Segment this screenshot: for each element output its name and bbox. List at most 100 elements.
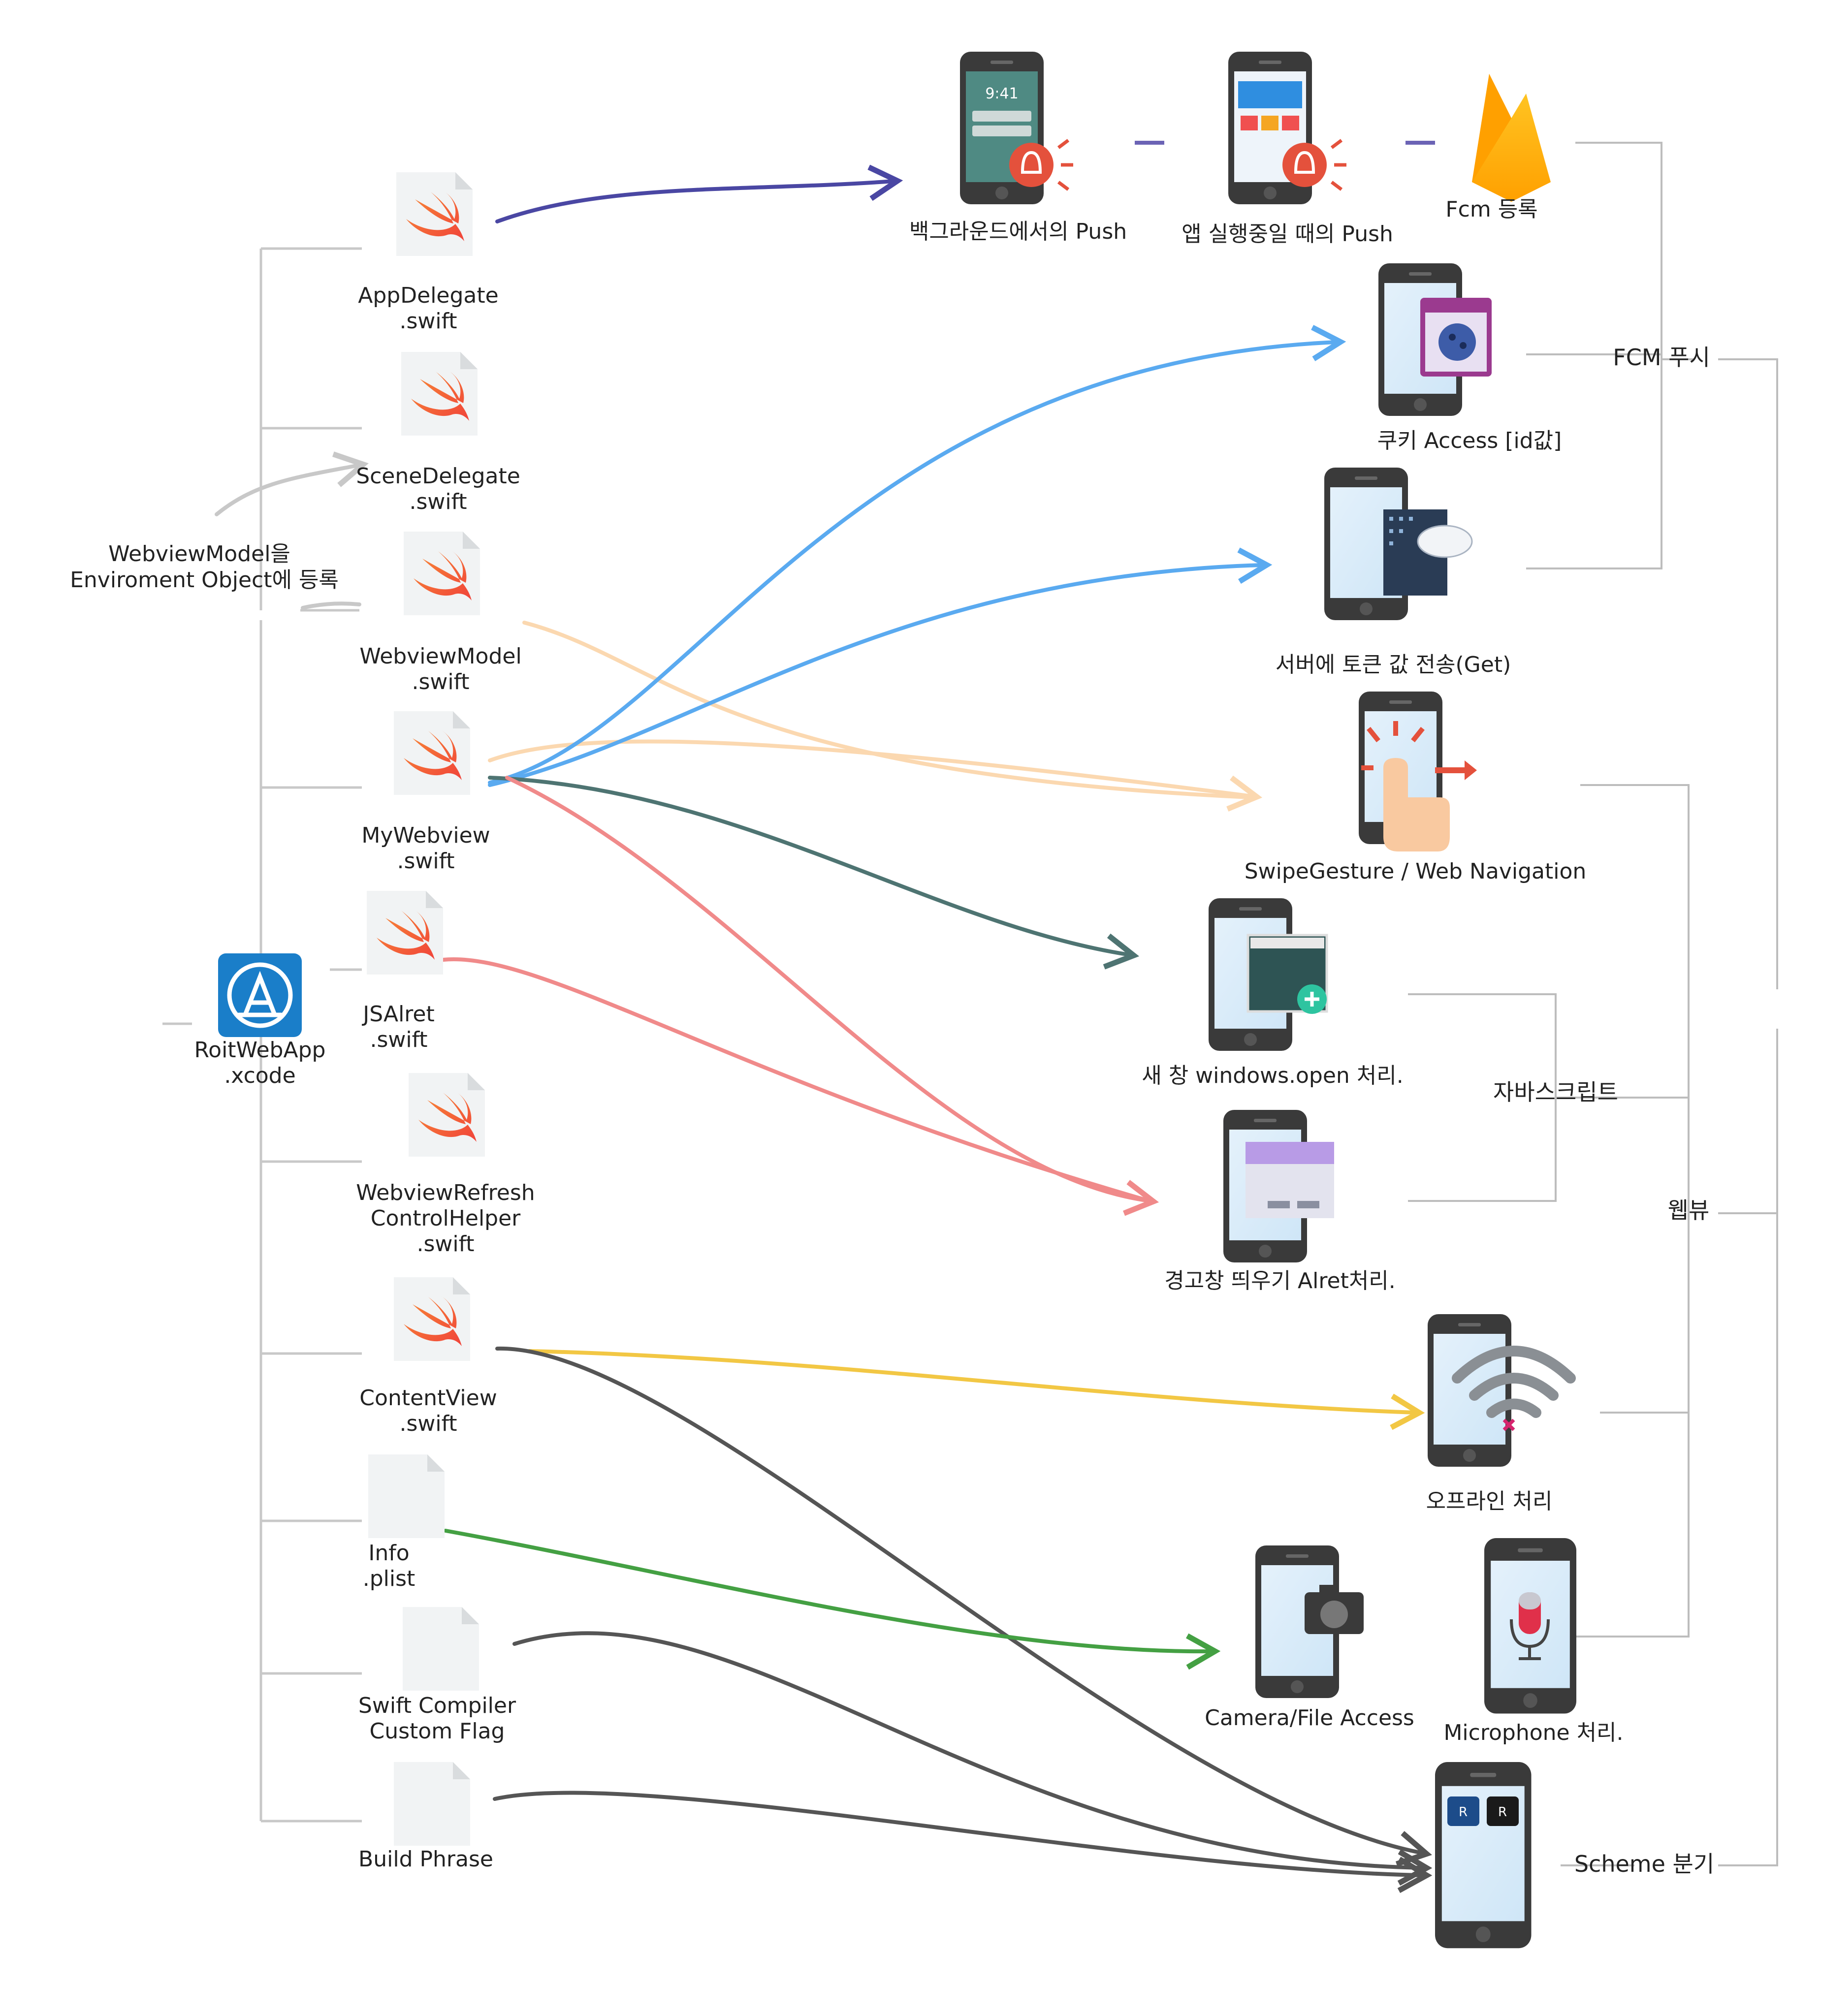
feature-swipe[interactable]: SwipeGesture / Web Navigation <box>1245 692 1587 884</box>
swift-file-icon <box>409 1073 485 1157</box>
feature-push-fg[interactable]: 앱 실행중일 때의 Push <box>1182 52 1393 247</box>
file-label: ControlHelper <box>371 1206 521 1231</box>
firebase-icon <box>1472 74 1551 202</box>
feature-label: 서버에 토큰 값 전송(Get) <box>1276 652 1511 677</box>
arrow-infoplist-camera <box>444 1529 1221 1670</box>
swift-file-icon <box>404 532 480 615</box>
feature-cookie[interactable]: 쿠키 Access [id값] <box>1377 263 1562 453</box>
file-label: .swift <box>397 849 454 874</box>
root-label-line1: RoitWebApp <box>194 1038 326 1063</box>
feature-label: 쿠키 Access [id값] <box>1377 428 1562 453</box>
swift-file-icon <box>394 711 470 795</box>
file-label: MyWebview <box>361 823 490 848</box>
swift-file-icon <box>396 172 473 256</box>
right-brackets <box>1408 142 1778 1866</box>
group-webview: 웹뷰 <box>1668 1197 1710 1224</box>
phone-alert-icon <box>1223 1110 1334 1262</box>
file-buildphrase[interactable]: Build Phrase <box>358 1762 493 1872</box>
feature-label: 새 창 windows.open 처리. <box>1142 1063 1404 1088</box>
phone-scheme-icons: R R <box>1435 1762 1532 1949</box>
arrow-annotation-webviewmodel <box>301 601 361 610</box>
phone-lockscreen-bell-icon: 9:41 <box>960 52 1073 204</box>
arrow-mywebview-newwin <box>488 776 1140 970</box>
file-label: .swift <box>399 1411 457 1436</box>
file-label: .swift <box>399 309 457 334</box>
feature-mic[interactable]: Microphone 처리. <box>1443 1538 1624 1745</box>
swift-file-icon <box>401 352 478 436</box>
file-jsalret[interactable]: JSAlret .swift <box>361 891 443 1052</box>
swift-file-icon <box>394 1277 470 1361</box>
arrow-mywebview-token <box>488 547 1273 787</box>
file-label: Swift Compiler <box>358 1693 516 1718</box>
feature-newwin[interactable]: 새 창 windows.open 처리. <box>1142 898 1404 1088</box>
group-javascript: 자바스크립트 <box>1493 1079 1618 1105</box>
file-label: WebviewRefresh <box>356 1180 535 1205</box>
plain-file-icon <box>368 1454 445 1538</box>
arrow-mywebview-swipe <box>488 739 1263 812</box>
plain-file-icon <box>394 1762 470 1846</box>
feature-scheme[interactable]: R R <box>1435 1762 1532 1949</box>
file-refreshhelper[interactable]: WebviewRefresh ControlHelper .swift <box>356 1073 535 1257</box>
file-label: AppDelegate <box>358 283 498 308</box>
feature-offline[interactable]: 오프라인 처리 <box>1426 1314 1576 1514</box>
connections <box>215 164 1433 1893</box>
arrow-buildphrase-scheme <box>493 1791 1433 1893</box>
file-webviewmodel[interactable]: WebviewModel .swift <box>359 532 522 694</box>
feature-label: 경고창 띄우기 Alret처리. <box>1164 1268 1396 1293</box>
feature-token[interactable]: 서버에 토큰 값 전송(Get) <box>1276 468 1511 677</box>
svg-text:9:41: 9:41 <box>985 85 1018 102</box>
feature-camera[interactable]: Camera/File Access <box>1205 1545 1414 1731</box>
tree-lines <box>162 247 362 1823</box>
root-node[interactable]: RoitWebApp .xcode <box>194 953 326 1088</box>
phone-cookie-icon <box>1378 263 1492 416</box>
feature-push-bg[interactable]: 9:41 백그라운드에서의 Push <box>909 52 1127 244</box>
arrow-annotation-scenedelegate <box>215 451 369 516</box>
feature-fcm[interactable]: Fcm 등록 <box>1445 74 1551 222</box>
feature-label: 앱 실행중일 때의 Push <box>1182 221 1393 247</box>
feature-label: 오프라인 처리 <box>1426 1489 1553 1514</box>
file-label: .swift <box>416 1231 474 1257</box>
phone-swipe-icon <box>1359 692 1477 851</box>
group-fcm-push: FCM 푸시 <box>1613 344 1710 371</box>
feature-label: Fcm 등록 <box>1445 197 1537 222</box>
phone-wifi-off-icon <box>1428 1314 1576 1467</box>
phone-app-bell-icon <box>1228 52 1346 204</box>
file-label: .swift <box>370 1027 427 1052</box>
annotation-line1: WebviewModel을 <box>108 541 290 567</box>
arrow-appdelegate-push <box>495 164 903 223</box>
plain-file-icon <box>403 1607 479 1691</box>
feature-label: 백그라운드에서의 Push <box>909 219 1127 244</box>
file-compilerflag[interactable]: Swift Compiler Custom Flag <box>358 1607 516 1744</box>
file-label: Info <box>368 1541 409 1566</box>
phone-microphone-icon <box>1484 1538 1576 1714</box>
file-scenedelegate[interactable]: SceneDelegate .swift <box>356 352 520 514</box>
arrow-jsalret-alert <box>441 957 1151 1203</box>
arrow-mywebview-alert <box>505 776 1159 1216</box>
arrow-compilerflag-scheme <box>512 1631 1433 1886</box>
annotation: WebviewModel을 Enviroment Object에 등록 <box>70 541 339 593</box>
feature-label: SwipeGesture / Web Navigation <box>1245 859 1587 884</box>
phone-server-icon <box>1324 468 1473 620</box>
file-label: .plist <box>363 1566 415 1591</box>
file-mywebview[interactable]: MyWebview .swift <box>361 711 490 874</box>
group-scheme: Scheme 분기 <box>1574 1851 1714 1877</box>
phone-camera-icon <box>1255 1545 1364 1698</box>
file-label: Build Phrase <box>358 1847 493 1872</box>
arrow-contentview-scheme <box>495 1346 1432 1867</box>
file-contentview[interactable]: ContentView .swift <box>359 1277 497 1436</box>
arrow-mywebview-cookie <box>488 325 1346 785</box>
file-infoplist[interactable]: Info .plist <box>363 1454 445 1591</box>
file-label: JSAlret <box>361 1002 435 1027</box>
arrow-contentview-offline <box>527 1349 1425 1430</box>
file-label: .swift <box>409 489 467 514</box>
feature-alert[interactable]: 경고창 띄우기 Alret처리. <box>1164 1110 1396 1293</box>
file-label: .swift <box>412 669 469 694</box>
file-label: SceneDelegate <box>356 464 520 489</box>
file-label: Custom Flag <box>370 1719 505 1744</box>
feature-label: Camera/File Access <box>1205 1705 1414 1731</box>
svg-text:R: R <box>1459 1805 1468 1820</box>
root-label-line2: .xcode <box>224 1063 295 1088</box>
phone-new-window-icon <box>1209 898 1328 1051</box>
file-appdelegate[interactable]: AppDelegate .swift <box>358 172 499 334</box>
